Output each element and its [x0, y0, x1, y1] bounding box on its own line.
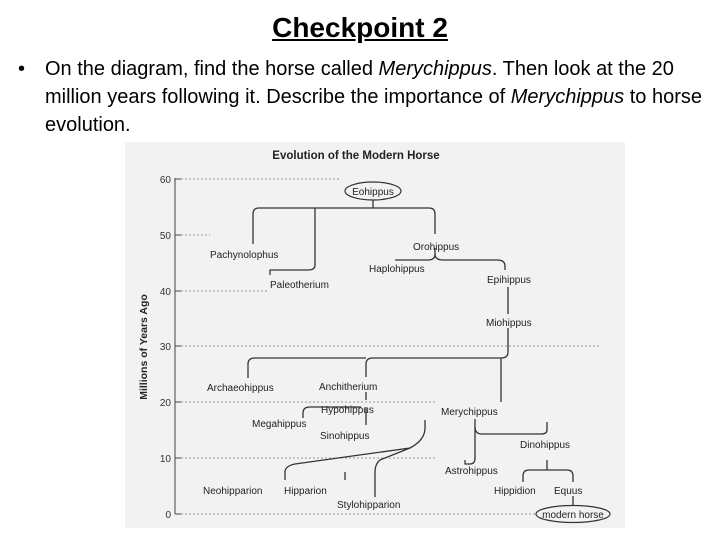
tick-label-20: 20 [160, 398, 172, 409]
y-axis [174, 178, 181, 515]
node-haplohippus: Haplohippus [369, 264, 425, 275]
node-archaeohippus: Archaeohippus [207, 383, 274, 394]
slide-title: Checkpoint 2 [272, 12, 448, 43]
node-hippidion: Hippidion [494, 486, 536, 497]
node-miohippus: Miohippus [486, 318, 532, 329]
branch-hippidion [522, 469, 547, 482]
node-sinohippus: Sinohippus [320, 431, 369, 442]
branch-miohippus-split [441, 328, 509, 359]
node-paleotherium: Paleotherium [270, 280, 329, 291]
bullet-text-term2: Merychippus [510, 86, 625, 108]
tick-label-10: 10 [160, 454, 172, 465]
branch-astrohippus [464, 419, 476, 465]
node-astrohippus: Astrohippus [445, 466, 498, 477]
node-anchitherium: Anchitherium [319, 382, 377, 393]
node-neohipparion: Neohipparion [203, 486, 263, 497]
node-epihippus: Epihippus [487, 275, 531, 286]
diagram-title: Evolution of the Modern Horse [272, 150, 439, 162]
y-axis-label: Millions of Years Ago [138, 294, 150, 400]
branch-paleotherium [269, 208, 316, 275]
branch-megahippus [302, 406, 361, 418]
node-hipparion: Hipparion [284, 486, 327, 497]
bullet-text-part3: to horse evolution. [45, 86, 702, 136]
bullet-text-part1: On the diagram, find the horse called [45, 58, 379, 80]
branch-stylohipparion [374, 447, 411, 497]
node-merychippus: Merychippus [441, 407, 498, 418]
bullet-text-part2: . Then look at the 20 million years foll… [45, 58, 674, 108]
node-dinohippus: Dinohippus [520, 440, 570, 451]
tick-label-40: 40 [160, 287, 172, 298]
tick-label-0: 0 [165, 510, 171, 521]
tick-label-50: 50 [160, 231, 172, 242]
node-stylohipparion: Stylohipparion [337, 500, 400, 511]
tick-label-60: 60 [160, 175, 172, 186]
gridlines [181, 178, 600, 515]
node-orohippus: Orohippus [413, 242, 459, 253]
branch-dinohippus [474, 422, 548, 435]
branch-anchitherium [365, 357, 441, 377]
node-hypohippus: Hypohippus [321, 405, 374, 416]
branch-equus [547, 469, 574, 482]
node-modern-horse: modern horse [542, 510, 604, 521]
branch-epihippus [434, 253, 506, 270]
eohippus-oval [344, 181, 402, 201]
modern-horse-oval [535, 504, 611, 524]
branch-eohippus-split [252, 207, 436, 244]
node-megahippus: Megahippus [252, 419, 306, 430]
branch-neohipparion [284, 420, 426, 480]
evolution-diagram: Evolution of the Modern Horse 60 50 40 3… [138, 150, 611, 524]
tick-label-30: 30 [160, 342, 172, 353]
node-eohippus: Eohippus [352, 187, 394, 198]
phylogeny-branches [247, 200, 574, 506]
horse-evolution-figure: Evolution of the Modern Horse 60 50 40 3… [125, 142, 625, 528]
node-equus: Equus [554, 486, 582, 497]
branch-archaeohippus [247, 357, 366, 378]
bullet-dot-icon: • [18, 58, 26, 80]
node-pachynolophus: Pachynolophus [210, 250, 278, 261]
bullet-text: On the diagram, find the horse called Me… [45, 55, 715, 139]
bullet-text-term1: Merychippus [378, 58, 492, 80]
